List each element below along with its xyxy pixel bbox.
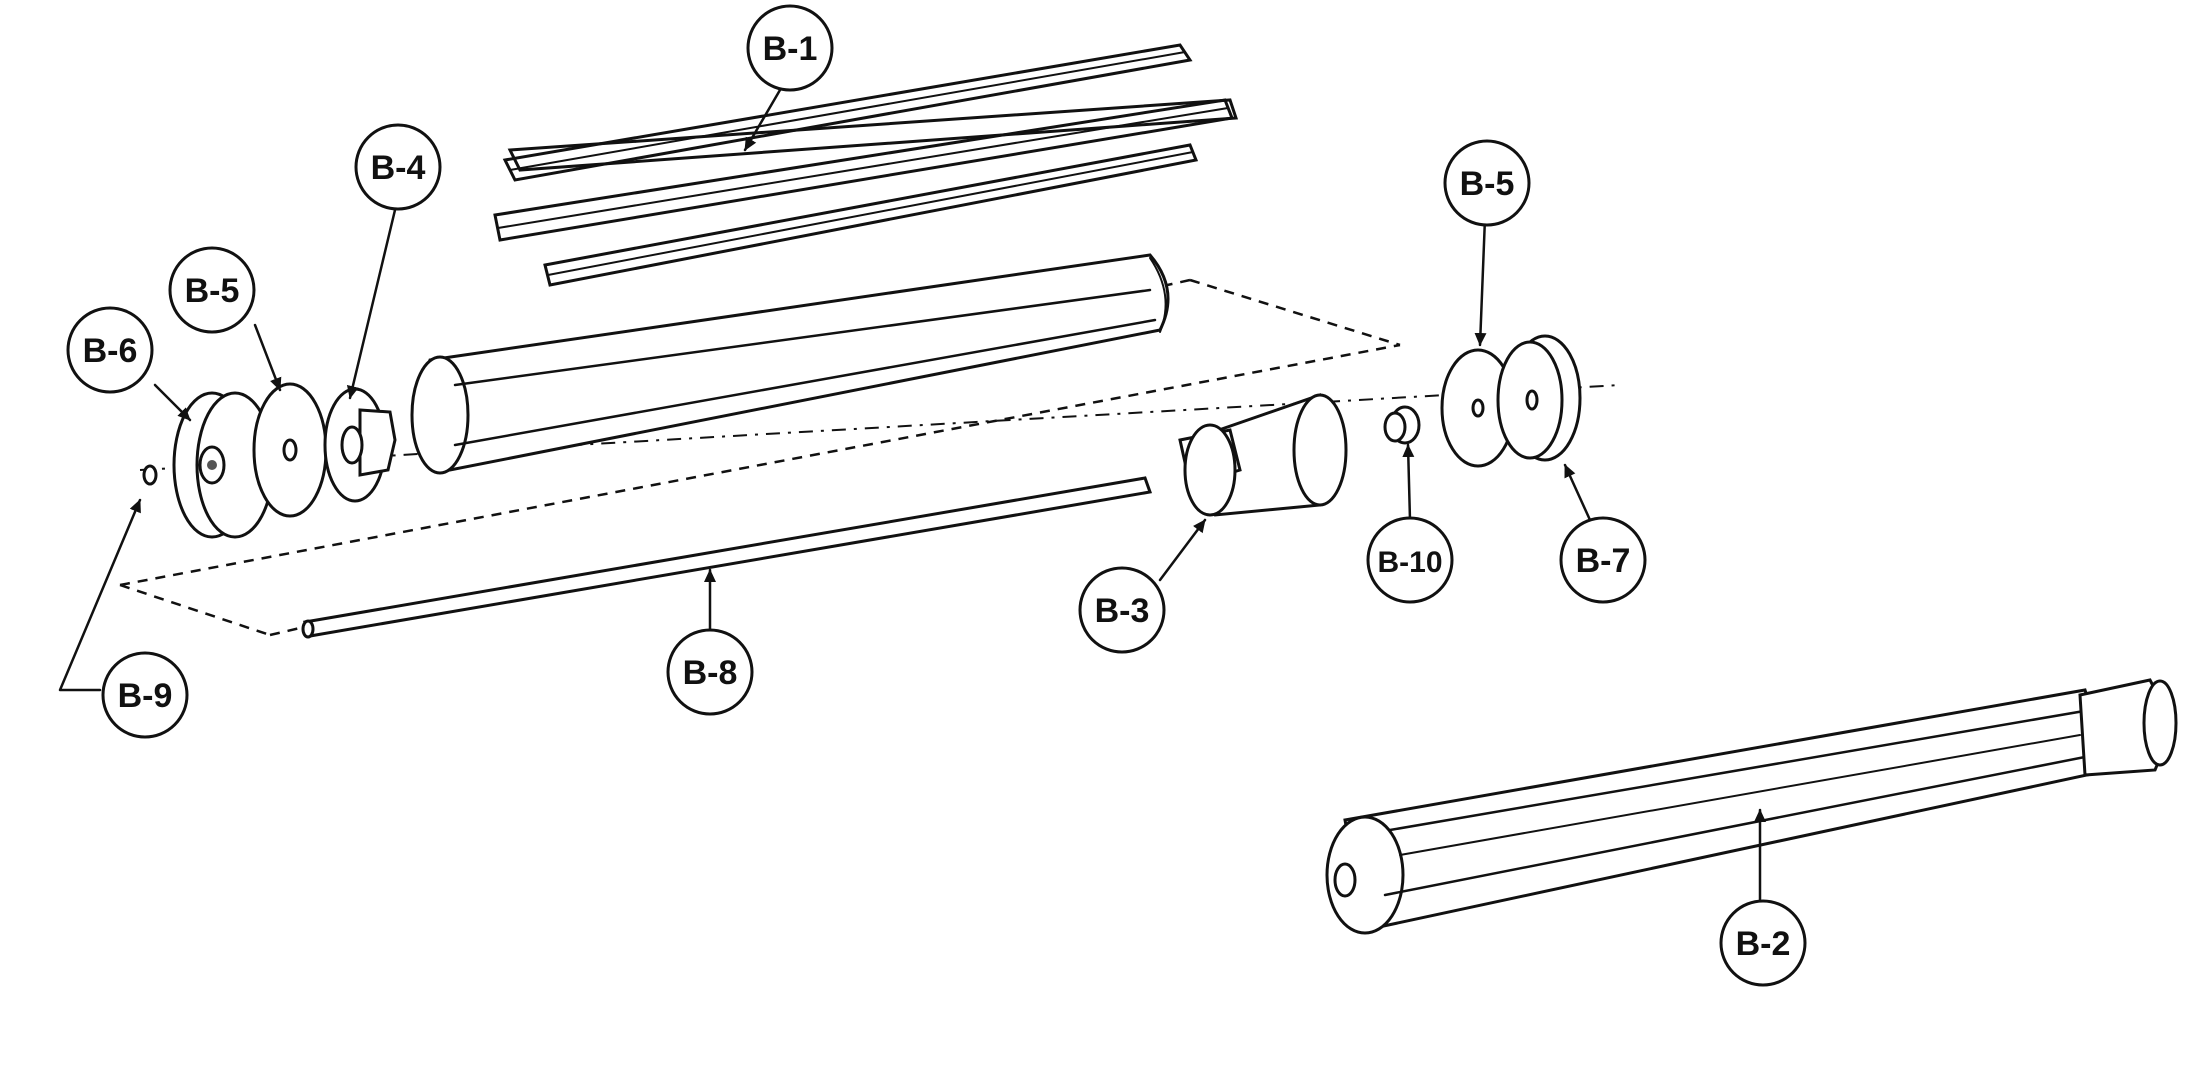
callout-label: B-4 (371, 149, 426, 187)
callout-b1: B-2 (1719, 899, 1807, 987)
left-end-cap (172, 391, 275, 539)
assembled-brush-roll (1325, 678, 2178, 935)
callout-b7: B-6 (66, 306, 154, 394)
callout-b6: B-7 (1559, 516, 1647, 604)
small-nut (142, 464, 158, 486)
right-washer (1440, 348, 1516, 468)
callout-b9: B-9 (101, 651, 189, 739)
left-bearing-hub (323, 387, 397, 503)
callout-b10: B-10 (1366, 516, 1454, 604)
callout-label: B-5 (1460, 165, 1515, 203)
callout-b2: B-1 (746, 4, 834, 92)
right-end-disc (1496, 334, 1582, 462)
callout-b5-left: B-5 (168, 246, 256, 334)
left-washer (252, 382, 328, 518)
drum-core (410, 253, 1170, 475)
leader-lines (58, 88, 1766, 902)
callout-label: B-8 (683, 654, 738, 692)
right-hub (1178, 393, 1348, 517)
callout-label: B-2 (1736, 925, 1791, 963)
spacer-sleeve (1383, 405, 1421, 445)
callout-b4: B-4 (354, 123, 442, 211)
callout-b3: B-3 (1078, 566, 1166, 654)
callout-label: B-9 (118, 677, 173, 715)
callout-label: B-10 (1377, 546, 1442, 579)
callout-label: B-3 (1095, 592, 1150, 630)
shaft-rod (301, 476, 1153, 639)
blade-strips (493, 43, 1239, 287)
callout-label: B-1 (763, 30, 818, 68)
callout-b8: B-8 (666, 628, 754, 716)
callout-label: B-6 (83, 332, 138, 370)
callout-b5-right: B-5 (1443, 139, 1531, 227)
callout-label: B-7 (1576, 542, 1631, 580)
callout-label: B-5 (185, 272, 240, 310)
